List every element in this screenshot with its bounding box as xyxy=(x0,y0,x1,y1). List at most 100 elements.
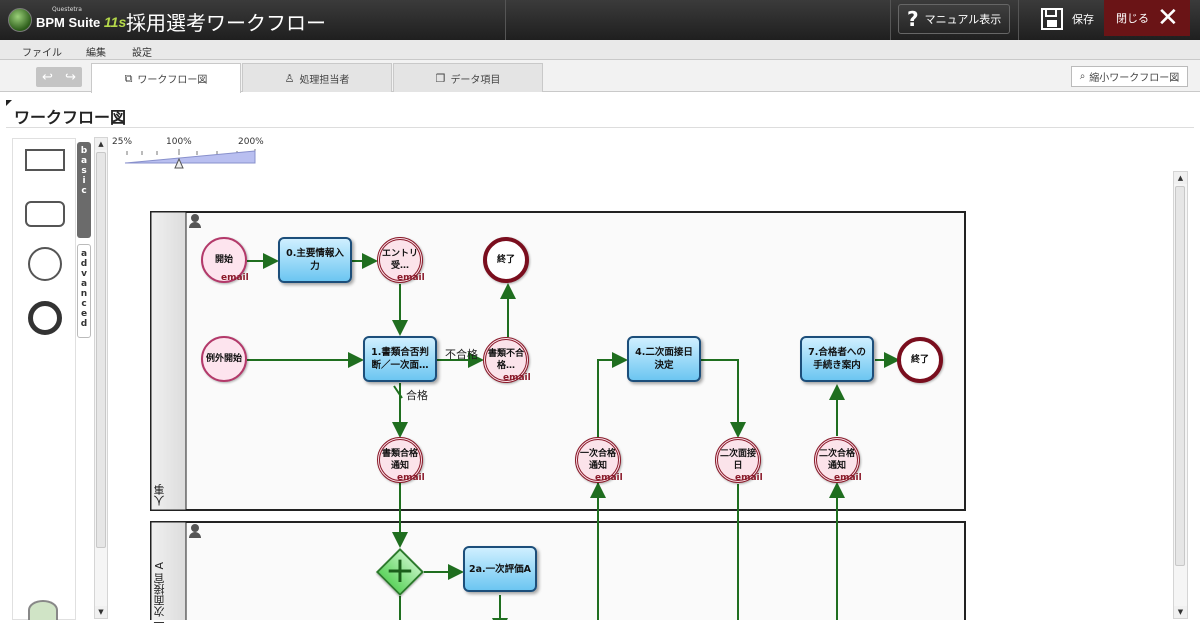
tab-data-items[interactable]: ❐ データ項目 xyxy=(393,63,543,92)
flow-label-fail: 不合格 xyxy=(445,348,478,361)
page-heading: ワークフロー図 xyxy=(6,100,1194,128)
palette-rounded-task-shape[interactable] xyxy=(25,201,65,227)
node-label: 書類合格通知 xyxy=(381,449,418,471)
search-icon: ⌕ xyxy=(1079,71,1086,82)
lane-person-icon xyxy=(189,214,201,228)
menu-edit[interactable]: 編集 xyxy=(86,48,106,59)
zoom-max-label: 200% xyxy=(238,137,264,147)
event-first-pass-notice[interactable]: 一次合格通知 xyxy=(575,437,621,483)
floppy-disk-icon xyxy=(1041,8,1063,30)
flow-label-pass: 合格 xyxy=(406,389,428,402)
page-title: ワークフロー図 xyxy=(14,108,127,127)
palette-scrollbar[interactable]: ▲ ▼ xyxy=(94,137,108,619)
divider xyxy=(1018,0,1019,40)
undo-redo-group: ↩ ↪ xyxy=(36,67,82,87)
tab-label: データ項目 xyxy=(450,74,501,86)
start-event-exception[interactable]: 例外開始 xyxy=(201,336,247,382)
event-entry-receive[interactable]: エントリ受… xyxy=(377,237,423,283)
corner-marker xyxy=(6,100,12,106)
canvas-scrollbar[interactable]: ▲ ▼ xyxy=(1173,171,1188,619)
event-second-pass-notice[interactable]: 二次合格通知 xyxy=(814,437,860,483)
lane-person-icon xyxy=(189,524,201,538)
redo-icon[interactable]: ↪ xyxy=(65,69,76,85)
zoom-track[interactable] xyxy=(122,148,272,170)
workflow-canvas[interactable]: 人事 一次面接官 A 開始 email 例外開始 0.主要情報入力 1.書類合否… xyxy=(140,170,1170,628)
email-badge: email xyxy=(397,273,425,283)
node-label: エントリ受… xyxy=(381,249,418,271)
save-button[interactable]: 保存 xyxy=(1028,4,1100,34)
zoom-mid-label: 100% xyxy=(166,137,192,147)
trash-icon[interactable] xyxy=(28,600,58,620)
event-second-interview-date[interactable]: 二次面接日 xyxy=(715,437,761,483)
event-reject-notice[interactable]: 書類不合格… xyxy=(483,337,529,383)
end-event-top[interactable]: 終了 xyxy=(483,237,529,283)
minimap-button[interactable]: ⌕ 縮小ワークフロー図 xyxy=(1071,66,1188,87)
email-badge: email xyxy=(834,473,862,483)
data-items-icon: ❐ xyxy=(435,71,446,85)
shape-palette xyxy=(12,138,76,620)
email-badge: email xyxy=(221,273,249,283)
gateway-plus-icon: + xyxy=(384,550,416,591)
scroll-up-arrow[interactable]: ▲ xyxy=(95,138,107,150)
tab-bar: ↩ ↪ ⧉ ワークフロー図 ♙ 処理担当者 ❐ データ項目 ⌕ 縮小ワークフロー… xyxy=(0,60,1200,93)
node-label: 一次合格通知 xyxy=(579,449,616,471)
scroll-down-arrow[interactable]: ▼ xyxy=(1174,606,1187,618)
minimap-button-label: 縮小ワークフロー図 xyxy=(1089,73,1180,84)
title-bar: Questetra BPM Suite 11s 採用選考ワークフロー ? マニュ… xyxy=(0,0,1200,40)
end-event-right[interactable]: 終了 xyxy=(897,337,943,383)
task-0[interactable]: 0.主要情報入力 xyxy=(278,237,352,283)
scroll-thumb[interactable] xyxy=(1175,186,1185,566)
scroll-up-arrow[interactable]: ▲ xyxy=(1174,172,1187,184)
tab-label: ワークフロー図 xyxy=(137,75,208,86)
divider xyxy=(505,0,506,40)
person-icon: ♙ xyxy=(284,71,295,85)
close-button[interactable]: 閉じる ✕ xyxy=(1104,0,1190,36)
lane-label-hr[interactable]: 人事 xyxy=(153,484,166,506)
node-label: 例外開始 xyxy=(205,354,242,364)
node-label: 二次合格通知 xyxy=(818,449,855,471)
palette-start-event-shape[interactable] xyxy=(28,247,62,281)
tab-assignees[interactable]: ♙ 処理担当者 xyxy=(242,63,392,92)
help-icon: ? xyxy=(907,7,919,31)
logo-icon xyxy=(8,8,32,32)
node-label: 開始 xyxy=(214,255,233,265)
app-title: 採用選考ワークフロー xyxy=(126,11,326,35)
event-docs-pass-notice[interactable]: 書類合格通知 xyxy=(377,437,423,483)
menu-file[interactable]: ファイル xyxy=(22,48,62,59)
logo-company: Questetra xyxy=(52,6,82,13)
manual-button-label: マニュアル表示 xyxy=(924,13,1002,26)
tab-workflow-diagram[interactable]: ⧉ ワークフロー図 xyxy=(91,63,241,93)
manual-button[interactable]: ? マニュアル表示 xyxy=(898,4,1010,34)
task-7[interactable]: 7.合格者への手続き案内 xyxy=(800,336,874,382)
scroll-down-arrow[interactable]: ▼ xyxy=(95,606,107,618)
tab-label: 処理担当者 xyxy=(299,74,350,86)
task-4[interactable]: 4.二次面接日決定 xyxy=(627,336,701,382)
node-label: 二次面接日 xyxy=(719,449,756,471)
start-event-main[interactable]: 開始 xyxy=(201,237,247,283)
divider xyxy=(890,0,891,40)
task-2a[interactable]: 2a.一次評価A xyxy=(463,546,537,592)
task-1[interactable]: 1.書類合否判断／一次面… xyxy=(363,336,437,382)
palette-end-event-shape[interactable] xyxy=(28,301,62,335)
diagram-icon: ⧉ xyxy=(124,71,133,85)
close-icon: ✕ xyxy=(1157,3,1179,33)
email-badge: email xyxy=(397,473,425,483)
logo-product: BPM Suite 11s xyxy=(36,14,127,30)
menu-settings[interactable]: 設定 xyxy=(132,48,152,59)
undo-icon[interactable]: ↩ xyxy=(42,69,53,85)
scroll-thumb[interactable] xyxy=(96,152,106,548)
menu-bar: ファイル 編集 設定 xyxy=(0,40,1200,60)
palette-task-shape[interactable] xyxy=(25,149,65,171)
close-button-label: 閉じる xyxy=(1116,12,1149,25)
zoom-slider[interactable]: 25% 100% 200% xyxy=(112,137,272,171)
lane-label-interviewer-a[interactable]: 一次面接官 A xyxy=(153,561,166,628)
email-badge: email xyxy=(735,473,763,483)
node-label: 終了 xyxy=(910,355,929,365)
email-badge: email xyxy=(595,473,623,483)
save-button-label: 保存 xyxy=(1072,13,1094,26)
